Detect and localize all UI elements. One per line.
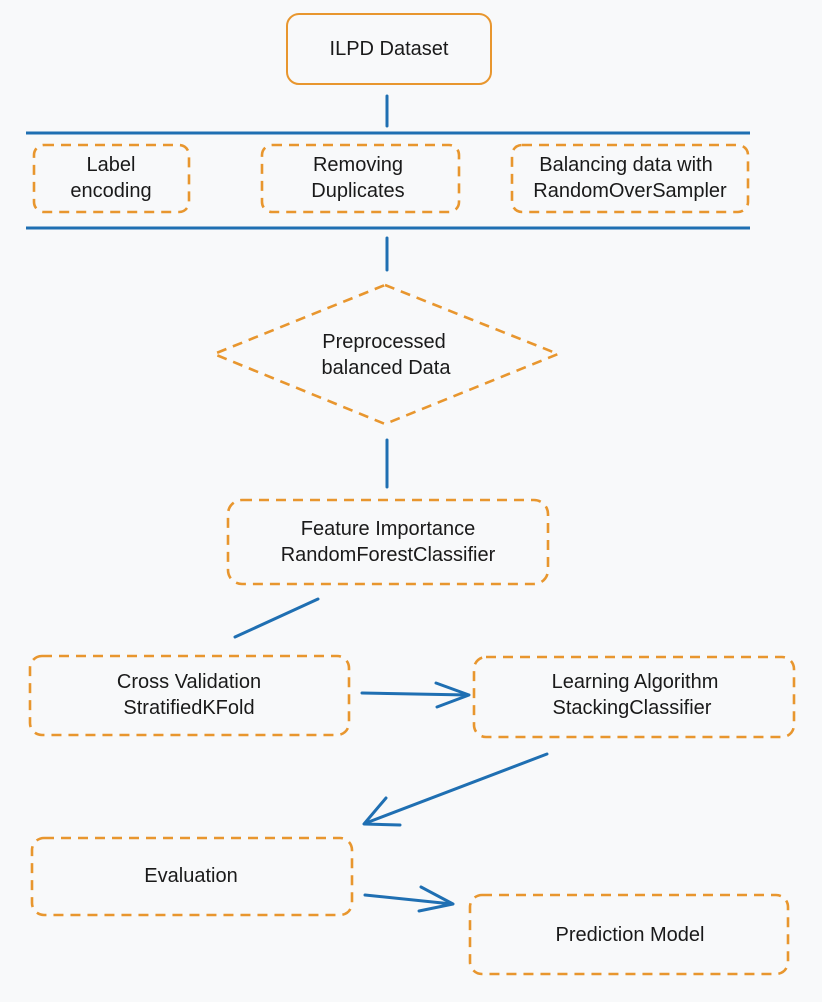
arrow-evaluation-to-prediction-model <box>363 885 455 913</box>
node-cross-validation: Cross Validation StratifiedKFold <box>28 654 351 737</box>
connector-feature-importance-to-cross-validation <box>233 597 320 639</box>
node-feature-importance-line2: RandomForestClassifier <box>281 544 496 566</box>
node-balancing-data-line2: RandomOverSampler <box>533 180 727 202</box>
node-evaluation: Evaluation <box>30 836 354 917</box>
arrow-cross-validation-to-learning-algorithm <box>360 681 471 709</box>
node-label-encoding-line1: Label <box>87 154 136 176</box>
node-feature-importance-line1: Feature Importance <box>301 518 476 540</box>
node-balancing-data-line1: Balancing data with <box>539 154 712 176</box>
node-removing-duplicates-line2: Duplicates <box>311 180 404 202</box>
node-preprocessed-line2: balanced Data <box>322 357 452 379</box>
node-prediction-model: Prediction Model <box>468 893 790 976</box>
node-learning-algorithm: Learning Algorithm StackingClassifier <box>472 655 796 739</box>
node-cross-validation-line1: Cross Validation <box>117 671 261 693</box>
node-removing-duplicates-line1: Removing <box>313 154 403 176</box>
node-cross-validation-line2: StratifiedKFold <box>123 697 254 719</box>
node-learning-algorithm-line1: Learning Algorithm <box>552 671 719 693</box>
node-balancing-data: Balancing data with RandomOverSampler <box>510 143 750 214</box>
node-prediction-model-label: Prediction Model <box>556 924 705 946</box>
node-evaluation-label: Evaluation <box>144 865 237 887</box>
node-preprocessed-balanced-data: Preprocessed balanced Data <box>212 283 560 426</box>
node-label-encoding: Label encoding <box>32 143 191 214</box>
node-removing-duplicates: Removing Duplicates <box>260 143 461 214</box>
node-ilpd-dataset: ILPD Dataset <box>286 13 492 85</box>
node-feature-importance: Feature Importance RandomForestClassifie… <box>226 498 550 586</box>
node-ilpd-dataset-label: ILPD Dataset <box>330 38 449 60</box>
node-learning-algorithm-line2: StackingClassifier <box>553 697 712 719</box>
arrow-learning-algorithm-to-evaluation <box>362 752 549 827</box>
node-preprocessed-line1: Preprocessed <box>322 331 445 353</box>
node-label-encoding-line2: encoding <box>70 180 151 202</box>
